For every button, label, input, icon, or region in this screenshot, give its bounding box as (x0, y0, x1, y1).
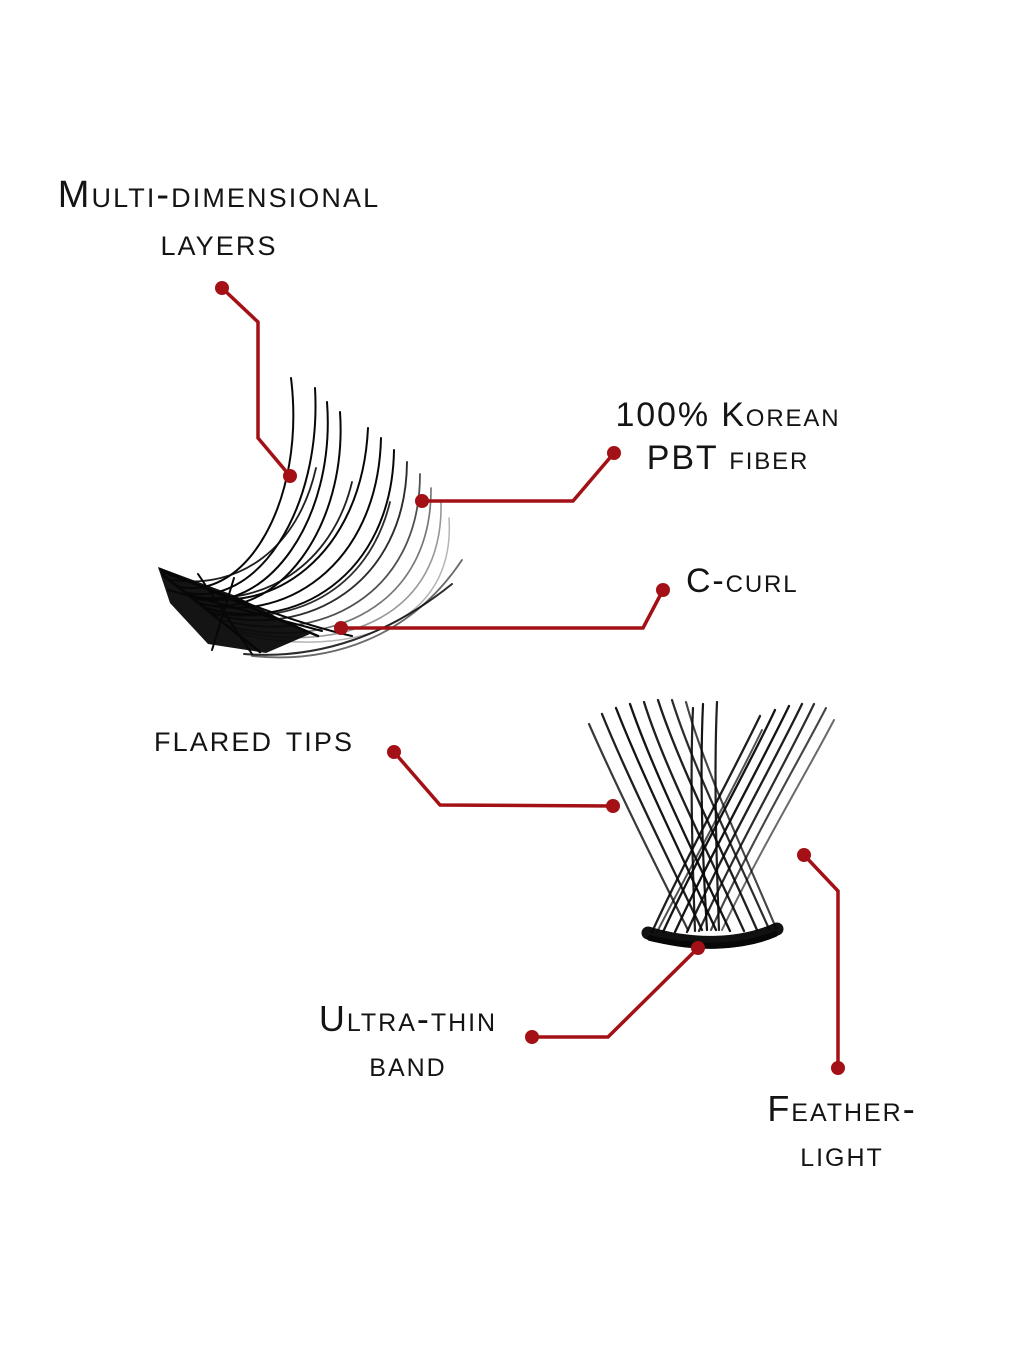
label-band-line2: band (369, 1043, 447, 1085)
label-korean-line1: 100% Korean (615, 396, 841, 434)
c-curl-connector (334, 583, 670, 635)
callout-dot (797, 848, 811, 862)
label-band-line1: Ultra-thin (318, 998, 498, 1039)
callout-dot (831, 1061, 845, 1075)
label-flared-tips: flared tips (154, 716, 354, 764)
label-multi-line2: layers (160, 221, 278, 264)
callout-dot (656, 583, 670, 597)
label-feather-line2: light (800, 1133, 884, 1175)
label-c-curl: C-curl (686, 560, 798, 603)
callout-dot (283, 469, 297, 483)
multi-layers-connector (215, 281, 297, 483)
curl-lash-cluster-image (158, 377, 463, 659)
label-korean-line2: PBT fiber (646, 438, 810, 477)
callout-dot (215, 281, 229, 295)
label-ultra-thin-band: Ultra-thin band (258, 996, 558, 1087)
callout-dot (415, 494, 429, 508)
label-feather-line1: Feather- (767, 1088, 917, 1129)
label-feather-light: Feather- light (717, 1086, 967, 1177)
label-korean-pbt-fiber: 100% Korean PBT fiber (568, 394, 888, 480)
feather-light-connector (797, 848, 845, 1075)
label-multi-line1: Multi-dimensional (57, 174, 381, 216)
callout-dot (334, 621, 348, 635)
callout-dot (691, 941, 705, 955)
callout-dot (606, 799, 620, 813)
flared-tips-connector (387, 745, 620, 813)
label-flared-tips-text: flared tips (154, 718, 355, 760)
label-c-curl-text: C-curl (686, 562, 799, 600)
callout-dot (387, 745, 401, 759)
label-multi-dimensional-layers: Multi-dimensional layers (39, 172, 399, 268)
fan-lash-cluster-image (587, 698, 835, 949)
